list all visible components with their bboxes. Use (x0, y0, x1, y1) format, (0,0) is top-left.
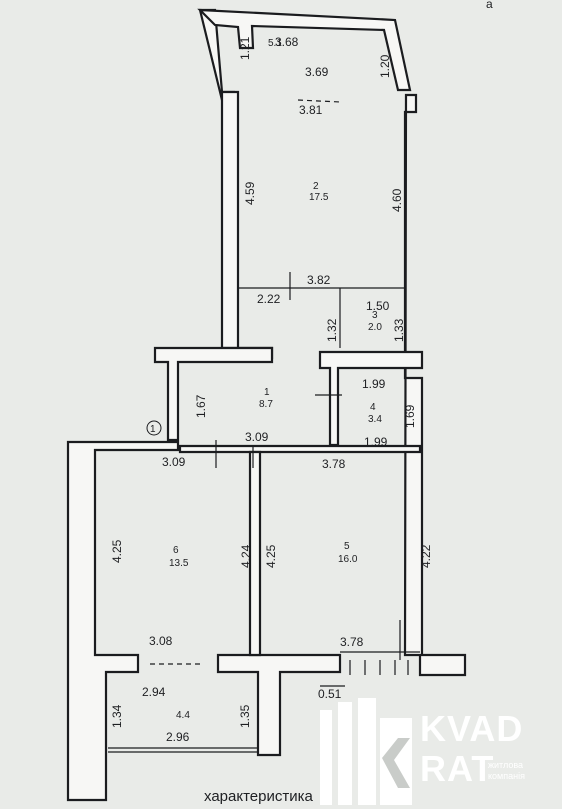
logo-sub1: житлова (488, 760, 524, 770)
room-3-area: 2.0 (368, 322, 382, 333)
dim-199b: 1.99 (364, 435, 388, 449)
dim-381: 3.81 (299, 103, 323, 117)
room-44-number: 4.4 (176, 710, 190, 721)
dim-169: 1.69 (403, 404, 417, 428)
corner-text: a (486, 0, 493, 11)
dim-425a: 4.25 (110, 539, 124, 563)
room-2-area: 17.5 (309, 192, 329, 203)
dim-133: 1.33 (392, 318, 406, 342)
dim-135: 1.35 (238, 704, 252, 728)
wall-mid-left (153, 346, 274, 442)
wall-partition-lower (178, 444, 422, 454)
dim-222: 2.22 (257, 292, 281, 306)
dim-051: 0.51 (318, 687, 342, 701)
dim-424: 4.24 (239, 544, 253, 568)
dim-134: 1.34 (110, 704, 124, 728)
dim-309a: 3.09 (245, 430, 269, 444)
dim-167: 1.67 (194, 394, 208, 418)
dim-378b: 3.78 (340, 635, 364, 649)
dim-121: 1.21 (238, 36, 252, 60)
dim-199a: 1.99 (362, 377, 386, 391)
room-5-number: 5 (344, 541, 350, 552)
dim-150: 1.50 (366, 299, 390, 313)
dim-422: 4.22 (419, 544, 433, 568)
room-5-area: 16.0 (338, 554, 358, 565)
logo-emblem (320, 698, 412, 805)
dim-382: 3.82 (307, 273, 331, 287)
room-6-number: 6 (173, 545, 179, 556)
logo-line2: RAT (420, 748, 495, 789)
entrance-marker (146, 420, 162, 436)
logo-line1: KVAD (420, 708, 524, 749)
dim-378a: 3.78 (322, 457, 346, 471)
wall-partition-56 (248, 450, 262, 657)
logo-sub2: компанія (488, 771, 525, 781)
dim-296: 2.96 (166, 730, 190, 744)
room-1-area: 8.7 (259, 399, 273, 410)
room-3-number: 3 (372, 310, 378, 321)
room-51-number: 5.1 (268, 38, 282, 49)
dim-460: 4.60 (390, 188, 404, 212)
wall-left-outer (66, 440, 180, 802)
wall-bottom-middle (216, 653, 342, 757)
room-6-area: 13.5 (169, 558, 189, 569)
room-2-number: 2 (313, 181, 319, 192)
top-dashed-line (297, 99, 341, 103)
caption-text: характеристика (204, 788, 313, 805)
room-4-number: 4 (370, 402, 376, 413)
kvadrat-logo: KVAD RAT житлова компанія (320, 698, 562, 809)
dim-132: 1.32 (325, 318, 339, 342)
dim-369: 3.69 (305, 65, 329, 79)
dim-309b: 3.09 (162, 455, 186, 469)
wall-balcony-top (197, 8, 412, 92)
entrance-marker-label: 1 (150, 424, 156, 435)
dim-294: 2.94 (142, 685, 166, 699)
dim-459: 4.59 (243, 181, 257, 205)
dim-425b: 4.25 (264, 544, 278, 568)
room-1-number: 1 (264, 387, 270, 398)
dim-120: 1.20 (378, 54, 392, 78)
dim-308: 3.08 (149, 634, 173, 648)
dim-368: 3.68 (275, 35, 299, 49)
wall-outer-right (403, 93, 467, 677)
room-4-area: 3.4 (368, 414, 382, 425)
